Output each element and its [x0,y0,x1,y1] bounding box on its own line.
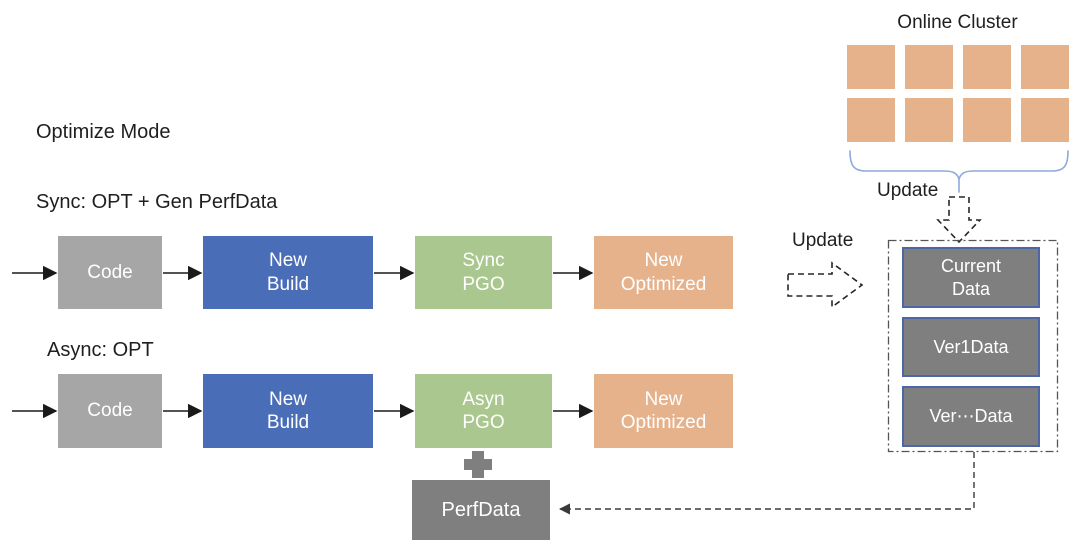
ver1-data-box: Ver1Data [902,317,1040,377]
cluster-node [963,98,1011,142]
code-box-async: Code [58,374,162,448]
sync-mode-label: Sync: OPT + Gen PerfData [36,191,278,213]
online-cluster-grid [847,45,1069,142]
cluster-update-label: Update [877,180,939,201]
new-optimized-box-sync: New Optimized [594,236,733,309]
update-right-arrow [787,261,864,309]
async-mode-label: Async: OPT [47,339,154,361]
cluster-brace [849,150,1069,193]
update-mid-label: Update [792,230,854,251]
optimize-mode-label: Optimize Mode [36,121,171,143]
plus-connector-icon [464,451,492,478]
new-optimized-box-async: New Optimized [594,374,733,448]
cluster-node [1021,45,1069,89]
cluster-node [905,45,953,89]
online-cluster-title: Online Cluster [897,12,1018,33]
feedback-dashed-arrow [558,452,975,515]
version-data-container [887,239,1059,453]
code-box-sync: Code [58,236,162,309]
cluster-node [963,45,1011,89]
sync-pgo-box: Sync PGO [415,236,552,309]
cluster-node [847,45,895,89]
update-down-arrow [936,196,982,244]
cluster-node [905,98,953,142]
perfdata-box: PerfData [412,480,550,540]
new-build-box-sync: New Build [203,236,373,309]
vern-data-box: Ver⋯Data [902,386,1040,447]
new-build-box-async: New Build [203,374,373,448]
asyn-pgo-box: Asyn PGO [415,374,552,448]
current-data-box: Current Data [902,247,1040,308]
cluster-node [1021,98,1069,142]
cluster-node [847,98,895,142]
